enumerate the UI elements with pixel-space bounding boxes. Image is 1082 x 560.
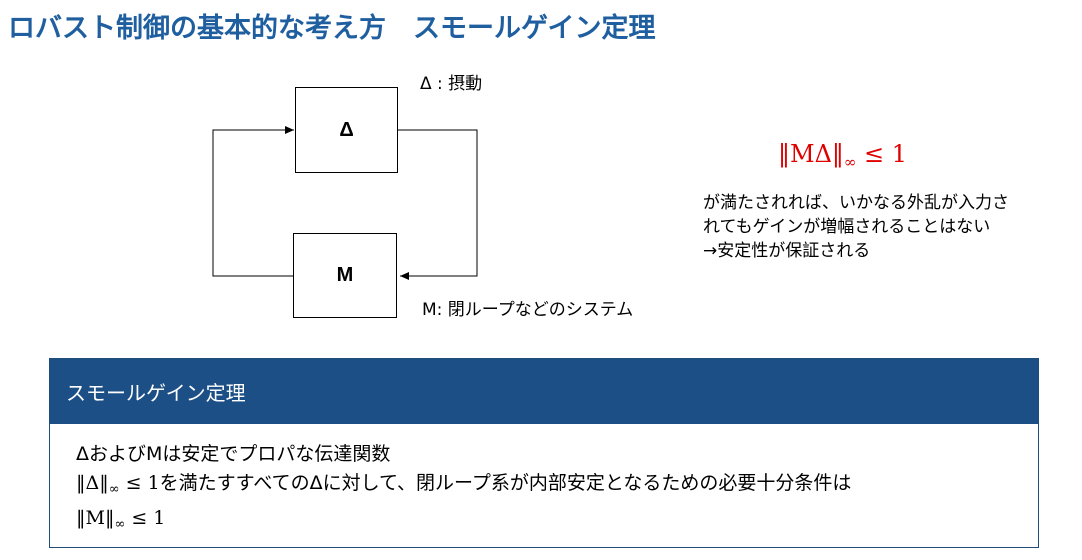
condition-rel: ≤ 1 xyxy=(856,140,908,168)
m-caption: M: 閉ループなどのシステム xyxy=(422,300,634,320)
small-gain-condition: ‖MΔ‖∞ ≤ 1 xyxy=(778,140,907,171)
delta-block: Δ xyxy=(295,87,398,173)
theorem-line-3: ‖M‖∞ ≤ 1 xyxy=(76,504,1038,539)
condition-sub: ∞ xyxy=(843,153,857,171)
wire-delta-to-m xyxy=(398,129,478,280)
theorem-line-2: ‖Δ‖∞ ≤ 1を満たすすべてのΔに対して、閉ループ系が内部安定となるための必要… xyxy=(76,469,1038,504)
m-block: M xyxy=(293,233,397,318)
theorem-body: ΔおよびMは安定でプロパな伝達関数 ‖Δ‖∞ ≤ 1を満たすすべてのΔに対して、… xyxy=(50,424,1038,539)
theorem-header: スモールゲイン定理 xyxy=(50,359,1038,424)
description-line-1: が満たされれば、いかなる外乱が入力さ xyxy=(703,193,1009,213)
line3-norm: ‖M‖ xyxy=(76,507,115,529)
condition-norm: ‖MΔ‖ xyxy=(778,140,844,168)
line2-norm: ‖Δ‖ xyxy=(76,472,109,494)
theorem-line-1: ΔおよびMは安定でプロパな伝達関数 xyxy=(76,443,391,465)
description-line-3: →安定性が保証される xyxy=(703,241,871,261)
line2-sub: ∞ xyxy=(108,482,120,497)
line2-text: を満たすすべてのΔに対して、閉ループ系が内部安定となるための必要十分条件は xyxy=(159,472,852,494)
condition-description: が満たされれば、いかなる外乱が入力さ れてもゲインが増幅されることはない →安定… xyxy=(703,191,1009,263)
line3-rel: ≤ 1 xyxy=(125,507,166,529)
page-title: ロバスト制御の基本的な考え方 スモールゲイン定理 xyxy=(8,13,656,44)
theorem-box: スモールゲイン定理 ΔおよびMは安定でプロパな伝達関数 ‖Δ‖∞ ≤ 1を満たす… xyxy=(49,358,1039,548)
description-line-2: れてもゲインが増幅されることはない xyxy=(703,217,991,237)
delta-caption: Δ : 摂動 xyxy=(420,74,483,94)
wire-m-to-delta xyxy=(212,126,294,277)
line3-sub: ∞ xyxy=(114,517,126,532)
line2-rel: ≤ 1 xyxy=(119,472,160,494)
